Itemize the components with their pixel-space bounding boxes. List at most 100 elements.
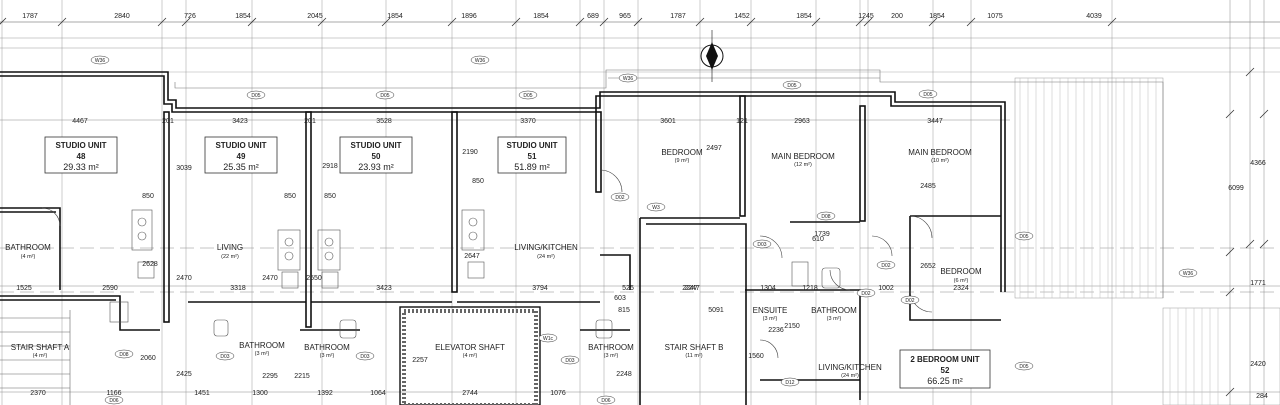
room-main-bedroom-52: MAIN BEDROOM(12 m²)	[771, 152, 835, 168]
tag-d06: D06	[104, 395, 124, 405]
svg-text:525: 525	[622, 285, 634, 292]
svg-text:2247: 2247	[684, 285, 700, 292]
svg-text:2236: 2236	[768, 327, 784, 334]
dim-label: 200	[891, 13, 903, 20]
svg-text:850: 850	[472, 178, 484, 185]
dim-label: 1854	[533, 13, 549, 20]
svg-text:BATHROOM: BATHROOM	[5, 243, 51, 252]
kitchen-counters	[131, 209, 485, 289]
svg-text:1300: 1300	[252, 390, 268, 397]
svg-text:49: 49	[237, 152, 246, 161]
tag-d03: D03	[560, 355, 580, 365]
svg-text:29.33 m²: 29.33 m²	[63, 162, 99, 172]
svg-text:2550: 2550	[306, 275, 322, 282]
dim-label: 1896	[461, 13, 477, 20]
svg-text:3318: 3318	[230, 285, 246, 292]
svg-text:D03: D03	[757, 242, 766, 248]
room-living-kitchen-51: LIVING/KITCHEN(24 m²)	[514, 243, 578, 260]
svg-text:STAIR SHAFT B: STAIR SHAFT B	[665, 343, 724, 352]
tag-d03: D03	[215, 351, 235, 361]
exterior-outline	[174, 69, 1164, 298]
svg-text:2425: 2425	[176, 371, 192, 378]
svg-text:2295: 2295	[262, 373, 278, 380]
room-stair-shaft-b: STAIR SHAFT B(11 m²)	[665, 343, 724, 359]
tag-d02: D02	[900, 295, 920, 305]
svg-text:BATHROOM: BATHROOM	[588, 343, 634, 352]
svg-text:2744: 2744	[462, 390, 478, 397]
svg-text:1771: 1771	[1250, 280, 1266, 287]
svg-text:850: 850	[142, 193, 154, 200]
north-arrow-icon	[700, 30, 724, 82]
tag-w36: W36	[1178, 268, 1198, 278]
svg-text:2497: 2497	[706, 145, 722, 152]
svg-text:D05: D05	[923, 92, 932, 98]
tag-d05: D05	[375, 90, 395, 100]
svg-text:D05: D05	[523, 93, 532, 99]
svg-text:2324: 2324	[953, 285, 969, 292]
svg-text:D06: D06	[109, 398, 118, 404]
svg-text:50: 50	[372, 152, 381, 161]
svg-text:LIVING/KITCHEN: LIVING/KITCHEN	[818, 363, 882, 372]
svg-text:(4 m²): (4 m²)	[463, 353, 478, 359]
unit-label-50: STUDIO UNIT 50 23.93 m²	[339, 136, 413, 174]
svg-text:2150: 2150	[784, 323, 800, 330]
dim-label: 689	[587, 13, 599, 20]
dim-label: 726	[184, 13, 196, 20]
svg-text:121: 121	[736, 118, 748, 125]
svg-text:4366: 4366	[1250, 160, 1266, 167]
walls	[0, 71, 1006, 405]
room-elevator-shaft: ELEVATOR SHAFT(4 m²)	[435, 343, 505, 359]
dim-label: 1854	[929, 13, 945, 20]
svg-text:201: 201	[304, 118, 316, 125]
svg-text:D05: D05	[1019, 364, 1028, 370]
dim-label: 4039	[1086, 13, 1102, 20]
svg-text:BATHROOM: BATHROOM	[811, 306, 857, 315]
tag-d03: D03	[752, 239, 772, 249]
top-dimension-labels: 1787 2840 726 1854 2045 1854 1896 1854 6…	[22, 13, 1102, 20]
svg-text:2918: 2918	[322, 163, 338, 170]
dim-label: 1854	[235, 13, 251, 20]
svg-text:BEDROOM: BEDROOM	[661, 148, 703, 157]
svg-text:3039: 3039	[176, 165, 192, 172]
tag-d08: D08	[114, 349, 134, 359]
svg-text:2215: 2215	[294, 373, 310, 380]
svg-text:2590: 2590	[102, 285, 118, 292]
room-bedroom-b: BEDROOM(6 m²)	[940, 267, 982, 284]
svg-text:2420: 2420	[1250, 361, 1266, 368]
svg-text:(3 m²): (3 m²)	[604, 353, 619, 359]
tag-d05: D05	[1014, 361, 1034, 371]
dim-label: 965	[619, 13, 631, 20]
svg-text:STUDIO UNIT: STUDIO UNIT	[55, 141, 106, 150]
tag-d02: D02	[876, 260, 896, 270]
room-bathroom-51: BATHROOM(3 m²)	[588, 343, 634, 359]
svg-text:(3 m²): (3 m²)	[827, 316, 842, 322]
room-labels: BATHROOM(4 m²) LIVING(22 m²) LIVING/KITC…	[5, 148, 982, 379]
dim-label: 1854	[796, 13, 812, 20]
svg-text:850: 850	[284, 193, 296, 200]
svg-text:W36: W36	[1183, 271, 1194, 277]
svg-text:W36: W36	[475, 58, 486, 64]
room-stair-shaft-a: STAIR SHAFT A(4 m²)	[11, 343, 70, 359]
bathroom-fixtures	[109, 261, 841, 339]
dim-label: 1452	[734, 13, 750, 20]
svg-text:3528: 3528	[376, 118, 392, 125]
svg-text:2060: 2060	[140, 355, 156, 362]
room-living-kitchen-52: LIVING/KITCHEN(24 m²)	[818, 363, 882, 379]
room-bathroom-50: BATHROOM(3 m²)	[304, 343, 350, 359]
svg-text:603: 603	[614, 295, 626, 302]
svg-text:STUDIO UNIT: STUDIO UNIT	[506, 141, 557, 150]
svg-text:STAIR SHAFT A: STAIR SHAFT A	[11, 343, 70, 352]
svg-text:D05: D05	[251, 93, 260, 99]
svg-text:(10 m²): (10 m²)	[931, 158, 949, 164]
svg-text:6099: 6099	[1228, 185, 1244, 192]
elevator-shaft	[399, 306, 541, 405]
svg-text:2 BEDROOM UNIT: 2 BEDROOM UNIT	[910, 355, 979, 364]
svg-text:(3 m²): (3 m²)	[763, 316, 778, 322]
svg-text:D03: D03	[565, 358, 574, 364]
svg-text:STUDIO UNIT: STUDIO UNIT	[215, 141, 266, 150]
svg-text:D05: D05	[1019, 234, 1028, 240]
svg-text:(22 m²): (22 m²)	[221, 254, 239, 260]
svg-text:2257: 2257	[412, 357, 428, 364]
svg-text:D12: D12	[785, 380, 794, 386]
